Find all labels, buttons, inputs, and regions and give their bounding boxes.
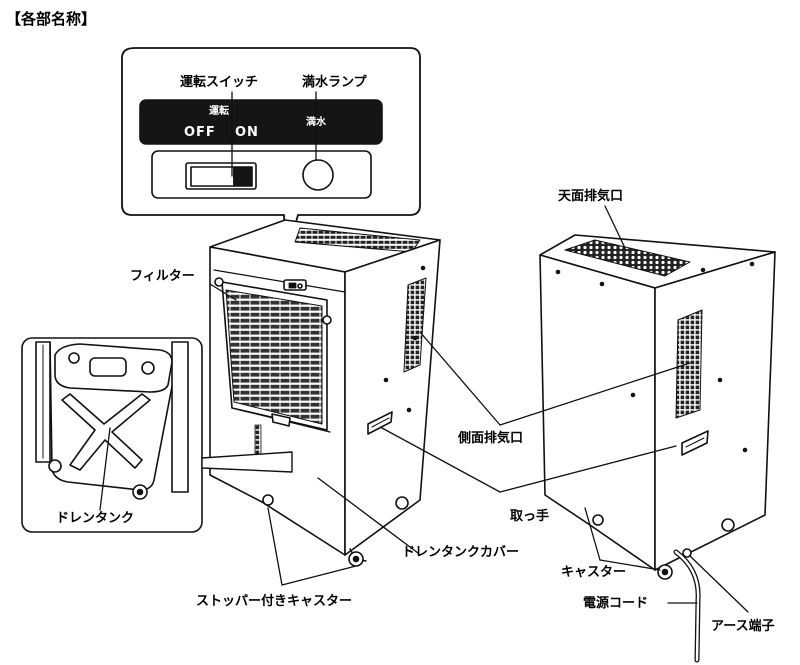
front-unit xyxy=(209,219,441,567)
label-side-vent: 側面排気口 xyxy=(458,431,524,446)
control-panel-callout xyxy=(121,47,421,259)
label-stopper-caster: ストッパー付きキャスター xyxy=(196,594,353,609)
label-filter: フィルター xyxy=(130,269,195,284)
label-top-vent: 天面排気口 xyxy=(558,189,624,204)
label-handle: 取っ手 xyxy=(510,509,550,524)
label-full-water-lamp: 満水ランプ xyxy=(302,75,367,90)
label-earth-terminal: アース端子 xyxy=(711,619,775,634)
label-operation-switch: 運転スイッチ xyxy=(180,75,259,90)
label-caster: キャスター xyxy=(561,565,627,580)
drain-tank-inset xyxy=(21,337,293,533)
panel-lamp-caption: 満水 xyxy=(306,117,326,128)
label-drain-tank-cover: ドレンタンクカバー xyxy=(402,545,520,560)
label-power-cord: 電源コード xyxy=(583,596,649,611)
panel-switch-caption: 運転 xyxy=(209,106,229,117)
section-heading: 【各部名称】 xyxy=(6,10,97,28)
panel-off-label: OFF xyxy=(184,125,216,140)
back-unit xyxy=(539,234,776,663)
leader-lines xyxy=(99,91,749,613)
label-drain-tank: ドレンタンク xyxy=(56,511,135,526)
panel-on-label: ON xyxy=(235,125,259,140)
